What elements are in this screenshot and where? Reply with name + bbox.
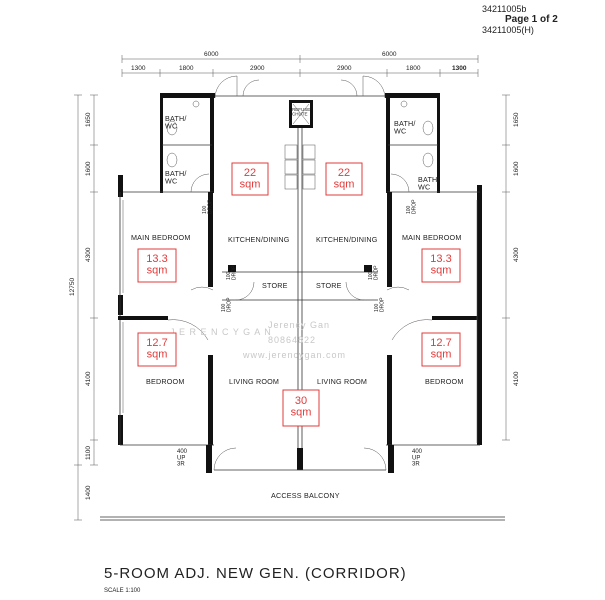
label-living-right: LIVING ROOM bbox=[317, 377, 367, 386]
watermark-name: Jerency Gan bbox=[268, 320, 330, 330]
label-drop-right-mid: 100DROP bbox=[368, 265, 379, 280]
kitchen-fixtures bbox=[284, 144, 316, 190]
dim-left-seg-3: 4300 bbox=[85, 247, 92, 262]
label-drop-right-low: 100DROP bbox=[374, 297, 385, 312]
dim-top-left-total: 6000 bbox=[204, 51, 219, 58]
label-bath-left-top: BATH/WC bbox=[165, 114, 187, 131]
label-main-bedroom-right: MAIN BEDROOM bbox=[402, 233, 462, 242]
label-bath-right-top: BATH/WC bbox=[394, 119, 416, 136]
label-kitchen-left: KITCHEN/DINING bbox=[228, 235, 290, 244]
label-store-left: STORE bbox=[262, 281, 288, 290]
dim-left-seg-1: 1650 bbox=[85, 112, 92, 127]
dim-right-seg-2: 1600 bbox=[513, 161, 520, 176]
page-indicator: Page 1 of 2 bbox=[505, 14, 558, 25]
label-drop-left-mid: 100DROP bbox=[226, 265, 237, 280]
label-access-balcony: ACCESS BALCONY bbox=[271, 491, 340, 500]
door-swings bbox=[167, 75, 433, 471]
label-drop-right-top: 100DROP bbox=[406, 199, 417, 214]
dim-right-seg-3: 4300 bbox=[513, 247, 520, 262]
label-kitchen-right: KITCHEN/DINING bbox=[316, 235, 378, 244]
dim-left-total: 12750 bbox=[69, 278, 76, 296]
watermark-phone: 80864822 bbox=[268, 335, 316, 345]
dim-top-right-total: 6000 bbox=[382, 51, 397, 58]
plan-code-bottom: 34211005(H) bbox=[482, 25, 534, 35]
label-drop-left-low: 100DROP bbox=[221, 297, 232, 312]
dim-top-seg-1: 1300 bbox=[131, 65, 146, 72]
bath-fixtures bbox=[166, 100, 434, 168]
dim-left-seg-2: 1600 bbox=[85, 161, 92, 176]
dim-top-seg-3: 2900 bbox=[250, 65, 265, 72]
dim-left-seg-4: 4100 bbox=[85, 371, 92, 386]
label-store-right: STORE bbox=[316, 281, 342, 290]
plan-title: 5-ROOM ADJ. NEW GEN. (CORRIDOR) bbox=[104, 565, 407, 582]
watermark: Jerency Gan 80864822 www.jerencygan.com … bbox=[170, 320, 346, 360]
dim-top-seg-4: 2900 bbox=[337, 65, 352, 72]
label-drop-left-top: 100DROP bbox=[202, 199, 213, 214]
watermark-letters: J E R E N C Y G A N bbox=[170, 327, 272, 337]
windows bbox=[119, 200, 478, 443]
label-main-bedroom-left: MAIN BEDROOM bbox=[131, 233, 191, 242]
dim-top-seg-6: 1300 bbox=[452, 65, 467, 72]
walls bbox=[100, 93, 505, 521]
label-living-left: LIVING ROOM bbox=[229, 377, 279, 386]
dim-left-balcony: 1400 bbox=[85, 485, 92, 500]
dim-right-seg-1: 1650 bbox=[513, 112, 520, 127]
top-dimensions: 6000 6000 1300 1800 2900 2900 1800 1300 bbox=[121, 51, 479, 77]
dim-top-seg-5: 1800 bbox=[406, 65, 421, 72]
plan-code-top: 34211005b bbox=[482, 4, 526, 14]
dim-left-seg-5: 1100 bbox=[85, 446, 92, 460]
watermark-site: www.jerencygan.com bbox=[242, 350, 346, 360]
label-bedroom-right: BEDROOM bbox=[425, 377, 464, 386]
right-dimensions: 1650 1600 4300 4100 bbox=[502, 94, 520, 441]
dim-top-seg-2: 1800 bbox=[179, 65, 194, 72]
plan-scale: SCALE 1:100 bbox=[104, 588, 141, 594]
label-bedroom-left: BEDROOM bbox=[146, 377, 185, 386]
dim-right-seg-4: 4100 bbox=[513, 371, 520, 386]
label-bath-left-bottom: BATH/WC bbox=[165, 169, 187, 186]
left-dimensions: 1650 1600 4300 4100 1100 12750 1400 bbox=[69, 94, 98, 521]
label-bath-right-bottom: BATH/WC bbox=[418, 175, 440, 192]
